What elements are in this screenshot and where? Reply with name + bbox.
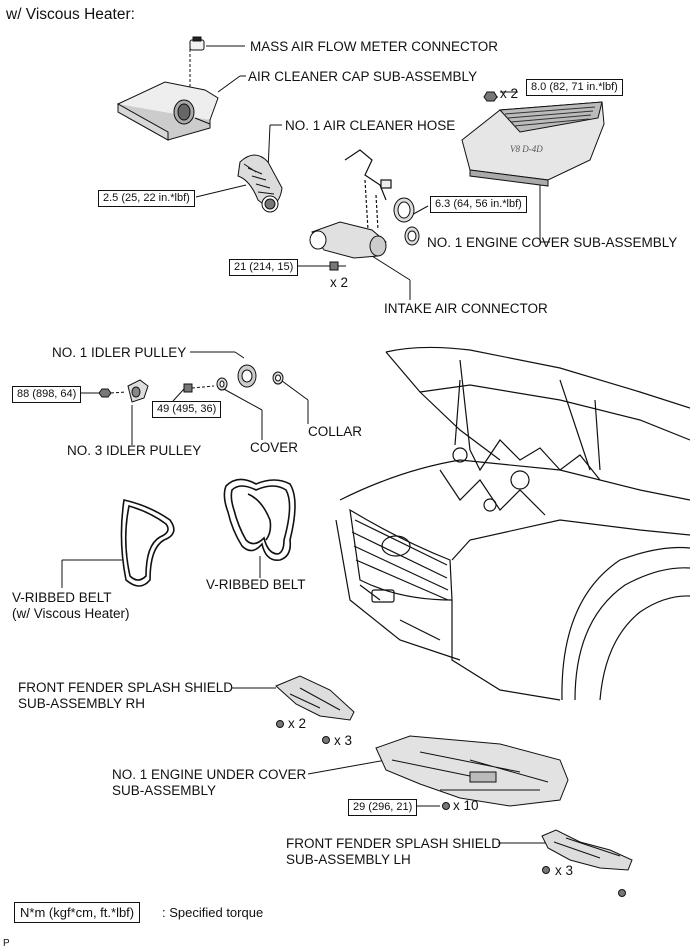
air-cleaner-hose-part [237,154,283,213]
torque-idler-1: 49 (495, 36) [152,401,222,418]
intake-hose-clamp-part [393,197,420,246]
idler-pulley-1-part [237,364,257,388]
intake-air-connector-part [309,221,387,259]
label-maf-connector: MASS AIR FLOW METER CONNECTOR [250,39,499,54]
engine-cover-nut [483,91,498,102]
qty-under-cover: x 10 [453,798,479,813]
qty-splash-lh: x 3 [555,863,574,878]
label-splash-shield-lh: FRONT FENDER SPLASH SHIELD SUB-ASSEMBLY … [286,836,502,867]
label-collar: COLLAR [308,424,363,439]
legend-torque-text: : Specified torque [162,905,264,920]
collar-part [272,371,284,385]
engine-under-cover-bolt [442,802,450,810]
wire-harness-part [344,149,392,231]
qty-intake: x 2 [330,275,349,290]
idler-bolt-49 [183,383,215,393]
engine-cover-part: V8 D-4D [461,101,605,187]
idler-pulley-3-part [127,379,149,403]
idler-nut-88 [98,388,127,398]
label-intake-air-connector: INTAKE AIR CONNECTOR [384,301,548,316]
label-splash-shield-rh: FRONT FENDER SPLASH SHIELD SUB-ASSEMBLY … [18,680,234,711]
legend-torque-box: N*m (kgf*cm, ft.*lbf) [14,902,141,923]
torque-intake: 21 (214, 15) [229,259,299,276]
label-air-cleaner-cap: AIR CLEANER CAP SUB-ASSEMBLY [248,69,478,84]
air-cleaner-cap-part [116,81,219,141]
engine-under-cover-part [375,735,569,807]
torque-idler-3: 88 (898, 64) [12,386,82,403]
intake-bolt [329,261,346,271]
torque-hose-clamp: 6.3 (64, 56 in.*lbf) [430,196,527,213]
label-v-ribbed-belt-viscous: V-RIBBED BELT (w/ Viscous Heater) [12,590,130,621]
qty-splash-rh-b: x 3 [334,733,353,748]
label-engine-cover: NO. 1 ENGINE COVER SUB-ASSEMBLY [427,235,678,250]
cover-part [216,377,228,391]
torque-engine-cover: 8.0 (82, 71 in.*lbf) [526,79,623,96]
torque-under-cover: 29 (296, 21) [348,799,418,816]
v-ribbed-belt-viscous-part [120,499,175,587]
splash-shield-rh-part [275,675,355,721]
torque-hose: 2.5 (25, 22 in.*lbf) [98,190,195,207]
diagram-title: w/ Viscous Heater: [6,6,135,23]
splash-shield-lh-screws [542,866,626,897]
maf-connector-part [189,36,205,51]
qty-engine-cover: x 2 [500,86,519,101]
qty-splash-rh-a: x 2 [288,716,307,731]
label-v-ribbed-belt: V-RIBBED BELT [206,577,306,592]
corner-mark: P [3,938,10,949]
svg-text:V8 D-4D: V8 D-4D [510,144,543,154]
label-cover: COVER [250,440,299,455]
splash-shield-rh-screws [276,720,330,744]
label-idler-pulley-3: NO. 3 IDLER PULLEY [67,443,202,458]
label-engine-under-cover: NO. 1 ENGINE UNDER COVER SUB-ASSEMBLY [112,767,307,798]
splash-shield-lh-part [541,829,633,871]
label-air-cleaner-hose: NO. 1 AIR CLEANER HOSE [285,118,456,133]
vehicle-front-illustration [335,346,690,701]
label-idler-pulley-1: NO. 1 IDLER PULLEY [52,345,187,360]
v-ribbed-belt-part [223,478,296,561]
